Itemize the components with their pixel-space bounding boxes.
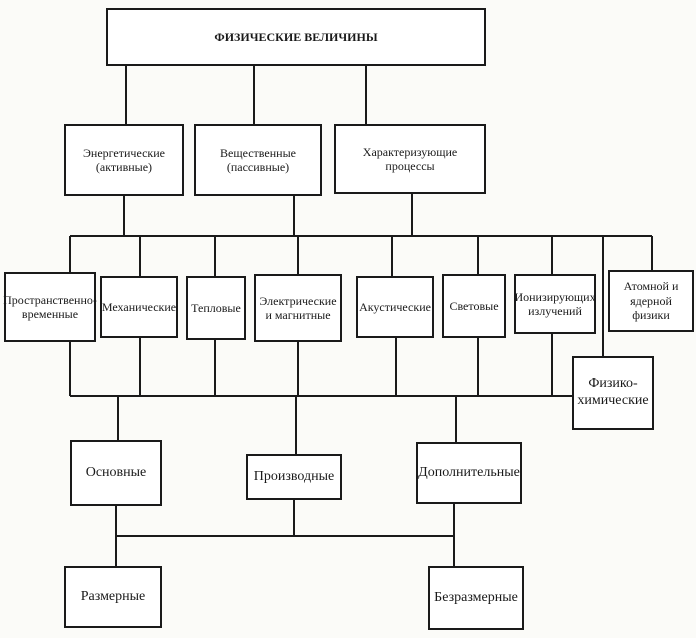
group-processes: Характеризующие процессы [334,124,486,194]
dimension-dimensional: Размерные [64,566,162,628]
category-acoustic: Акустические [356,276,434,338]
category-light: Световые [442,274,506,338]
category-electromagnetic-label: Электрические и магнитные [259,293,337,322]
type-additional-label: Дополнительные [418,464,520,480]
category-mechanical: Механические [100,276,178,338]
category-thermal-label: Тепловые [191,300,241,315]
type-basic: Основные [70,440,162,506]
category-ionizing-label: Ионизирующих излучений [514,289,596,318]
group-energetic: Энергетические (активные) [64,124,184,196]
category-mechanical-label: Механические [101,299,177,314]
type-additional: Дополнительные [416,442,522,504]
category-spacetime: Пространственно-временные [3,272,97,342]
dimension-dimensionless-label: Безразмерные [434,589,518,605]
type-basic-label: Основные [85,464,147,480]
category-atomic-label: Атомной и ядерной физики [623,279,679,323]
category-spacetime-label: Пространственно-временные [3,292,97,321]
dimension-dimensionless: Безразмерные [428,566,524,630]
group-processes-label: Характеризующие процессы [362,144,458,173]
category-physchem-label: Физико-химические [577,376,649,408]
category-thermal: Тепловые [186,276,246,340]
title-box: ФИЗИЧЕСКИЕ ВЕЛИЧИНЫ [106,8,486,66]
category-electromagnetic: Электрические и магнитные [254,274,342,342]
dimension-dimensional-label: Размерные [80,588,146,604]
group-substantial: Вещественные (пассивные) [194,124,322,196]
group-substantial-label: Вещественные (пассивные) [220,145,296,174]
category-physchem: Физико-химические [572,356,654,430]
title-text: ФИЗИЧЕСКИЕ ВЕЛИЧИНЫ [214,29,378,44]
type-derived-label: Производные [253,468,335,484]
category-acoustic-label: Акустические [359,299,431,314]
category-light-label: Световые [449,298,499,313]
group-energetic-label: Энергетические (активные) [83,145,165,174]
type-derived: Производные [246,454,342,500]
category-ionizing: Ионизирующих излучений [514,274,596,334]
category-atomic: Атомной и ядерной физики [608,270,694,332]
